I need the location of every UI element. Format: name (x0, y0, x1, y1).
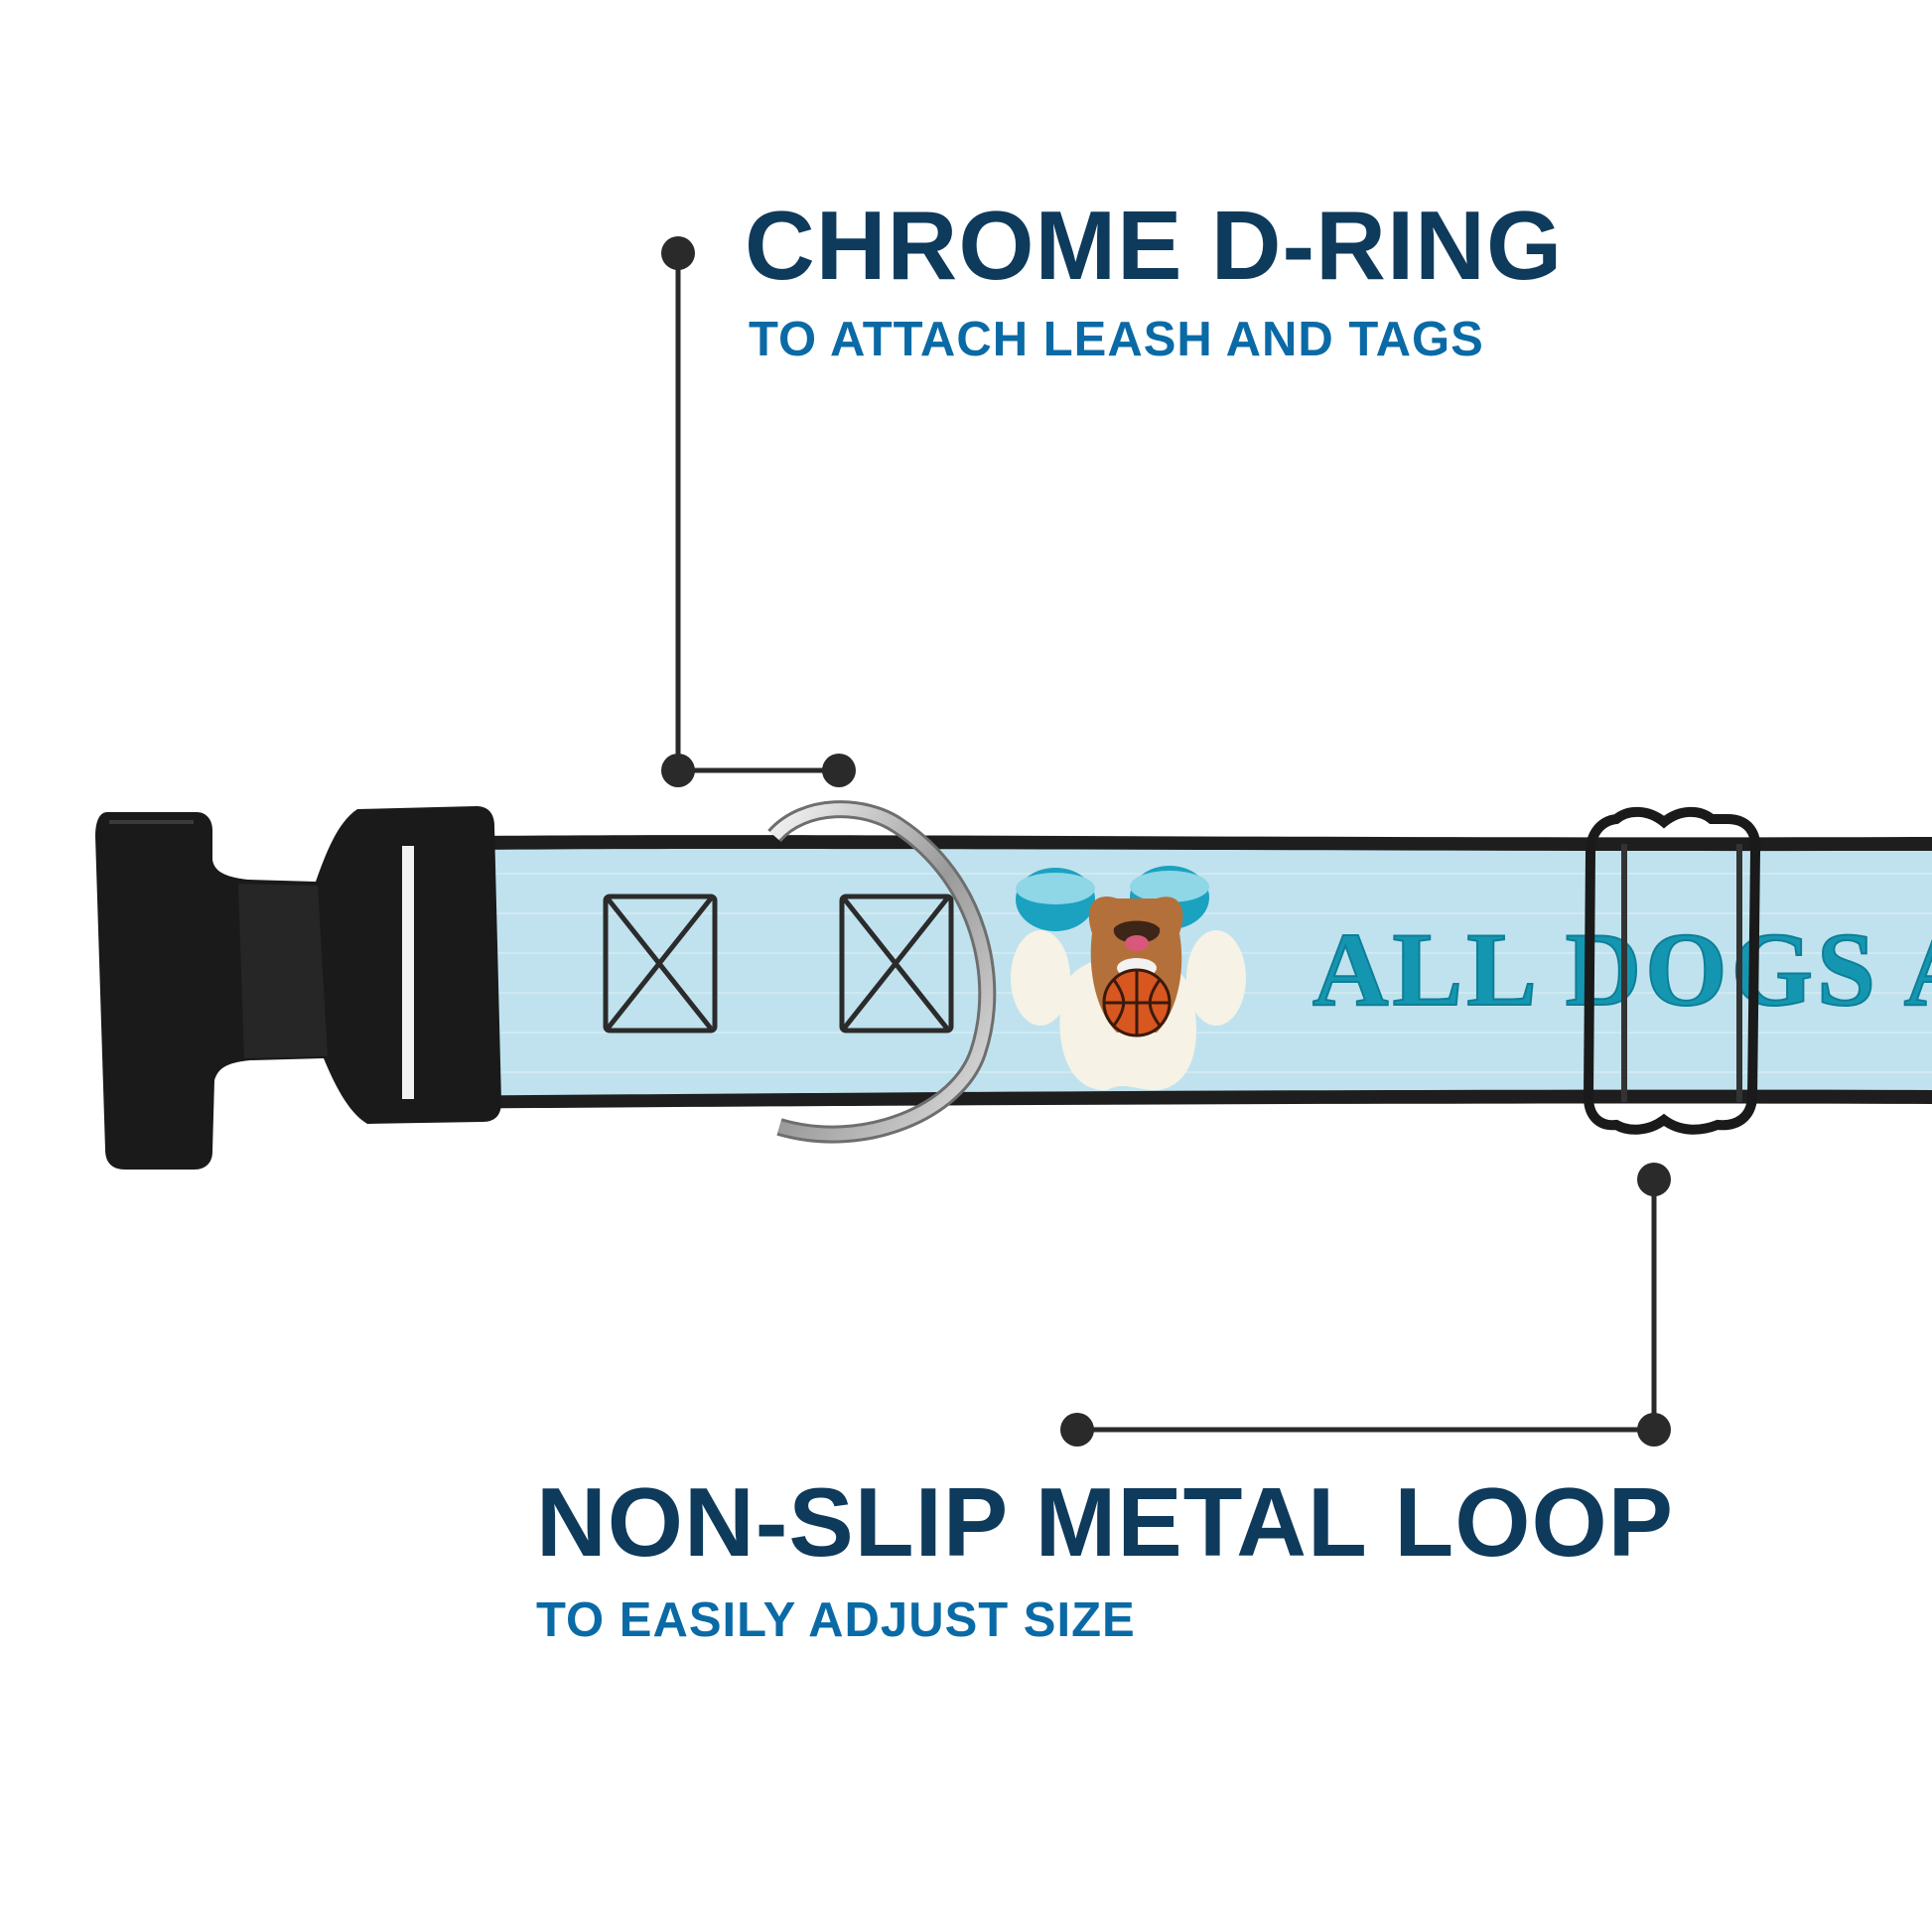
stitching-box-left (603, 894, 718, 1034)
metal-loop-leader-dot-corner (1637, 1413, 1671, 1447)
metal-loop-leader-dot-top (1637, 1163, 1671, 1196)
d-ring-icon[interactable] (767, 800, 997, 1144)
metal-loop-callout-title: NON-SLIP METAL LOOP (536, 1467, 1675, 1577)
stitching-box-right (839, 894, 954, 1034)
slider-loop-icon[interactable] (1583, 806, 1761, 1135)
d-ring-callout-subtitle: TO ATTACH LEASH AND TAGS (749, 313, 1484, 366)
d-ring-callout-title: CHROME D-RING (745, 191, 1564, 300)
d-ring-leader-dot-corner (661, 754, 695, 787)
d-ring-leader-dot-end (822, 754, 856, 787)
basketball-icon (1102, 968, 1172, 1037)
metal-loop-leader-dot-end (1060, 1413, 1094, 1447)
metal-loop-callout-subtitle: TO EASILY ADJUST SIZE (536, 1593, 1136, 1647)
d-ring-leader-dot-top (661, 236, 695, 270)
metal-loop-leader-line (1077, 1179, 1657, 1433)
buckle-icon[interactable] (95, 806, 501, 1170)
